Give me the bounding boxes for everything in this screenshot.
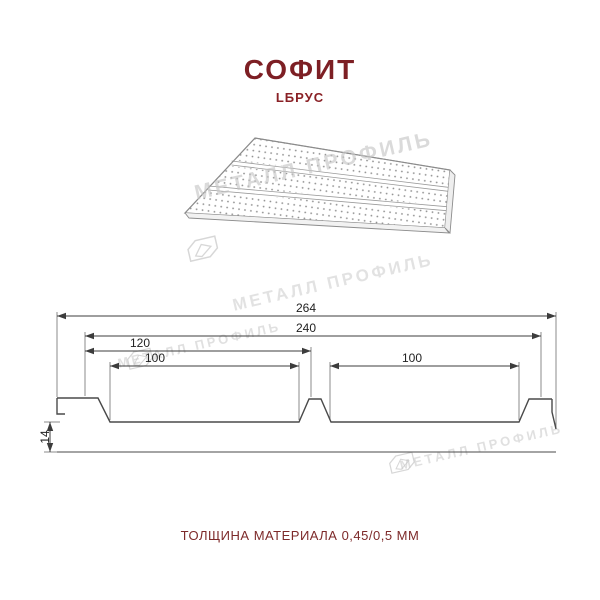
soffit-isometric-drawing xyxy=(183,137,456,235)
page-title: СОФИТ xyxy=(243,54,357,85)
dim-inner-width-label: 240 xyxy=(296,321,316,335)
profile-dimension-drawing: 264 240 120 100 100 14 xyxy=(40,301,557,453)
dim-plank-left-label: 100 xyxy=(145,351,165,365)
dim-height-label: 14 xyxy=(40,430,52,444)
profile-outline xyxy=(56,397,557,453)
dim-left-module-label: 120 xyxy=(130,336,150,350)
dim-total-width-label: 264 xyxy=(296,301,316,315)
product-subtitle: LБРУС xyxy=(275,90,325,105)
metall-profil-logo-icon xyxy=(187,235,219,263)
material-thickness-note: ТОЛЩИНА МАТЕРИАЛА 0,45/0,5 ММ xyxy=(180,528,420,543)
dim-plank-right-label: 100 xyxy=(402,351,422,365)
